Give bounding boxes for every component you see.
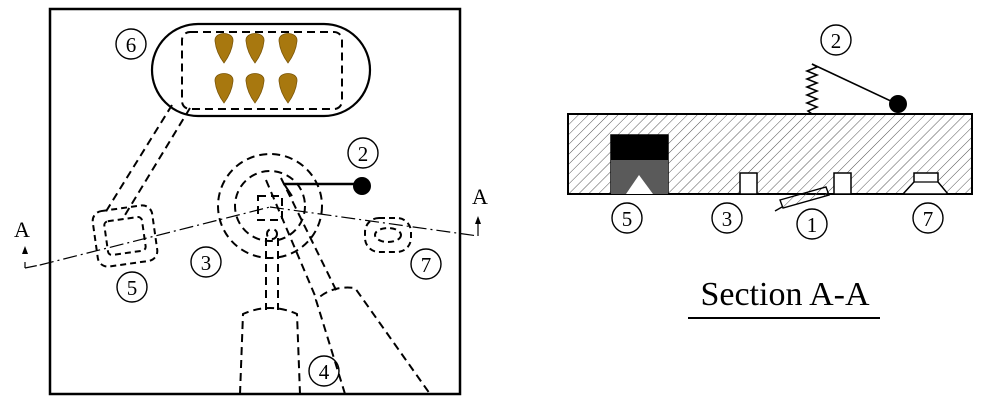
svg-text:3: 3: [201, 251, 212, 275]
label-5: 5: [116, 271, 148, 303]
section-label-7: 7: [912, 202, 944, 234]
plan-view: A A 6 2 3 5 7 4: [14, 7, 488, 396]
svg-text:4: 4: [319, 360, 330, 384]
seed-hopper: [150, 22, 372, 118]
plan-frame: [48, 7, 462, 396]
seed-icon: [214, 33, 298, 104]
svg-text:7: 7: [421, 253, 432, 277]
label-7: 7: [410, 248, 442, 280]
section-marker-left: A: [14, 217, 30, 242]
svg-text:5: 5: [127, 276, 138, 300]
svg-text:6: 6: [126, 33, 137, 57]
label-4: 4: [308, 355, 340, 387]
section-label-5: 5: [611, 202, 643, 234]
lever-2: [283, 177, 371, 197]
section-marker-right: A: [472, 184, 488, 209]
svg-text:7: 7: [923, 207, 934, 231]
label-6: 6: [115, 28, 147, 60]
section-label-3: 3: [711, 202, 743, 234]
svg-text:1: 1: [807, 213, 818, 237]
slot-right: [833, 172, 852, 195]
lever-knob: [889, 95, 907, 113]
section-line: [22, 206, 481, 269]
blade-1: [779, 186, 830, 209]
section-view: 2 5 3 1 7 Section A-A: [567, 24, 973, 319]
angled-arm-4: [265, 177, 431, 395]
svg-text:5: 5: [622, 207, 633, 231]
slot-left: [739, 172, 758, 195]
section-label-2: 2: [820, 24, 852, 56]
label-3: 3: [190, 246, 222, 278]
hopper-chute: [104, 104, 191, 216]
svg-text:2: 2: [831, 29, 842, 53]
section-label-1: 1: [796, 208, 828, 240]
outlet-7: [364, 217, 412, 253]
label-2: 2: [347, 137, 379, 169]
cavity-5: [610, 134, 669, 195]
svg-text:3: 3: [722, 207, 733, 231]
svg-text:2: 2: [358, 142, 369, 166]
rotor-assembly: [217, 153, 323, 259]
tray-5: [91, 204, 159, 268]
section-title: Section A-A: [700, 276, 869, 313]
spring-lever-2: [804, 63, 896, 115]
shaft-tube: [239, 228, 301, 395]
